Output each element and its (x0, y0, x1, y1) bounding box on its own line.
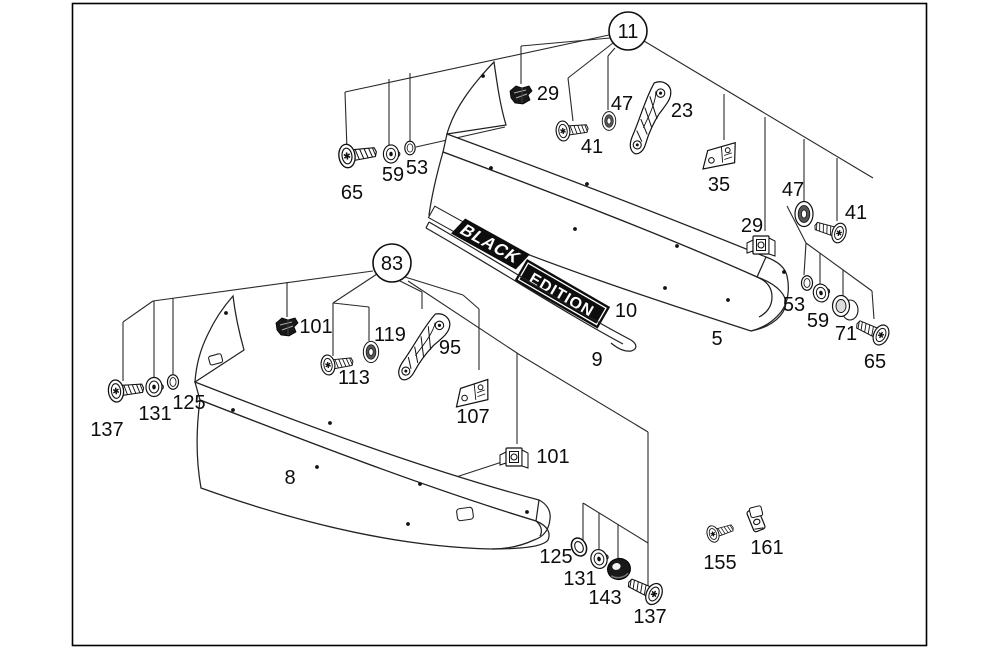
part-label-143[interactable]: 143 (588, 587, 621, 609)
leader-lines (122, 34, 875, 586)
callout-83[interactable]: 83 (372, 243, 412, 283)
part-label-107[interactable]: 107 (456, 406, 489, 428)
trim-strip (425, 221, 637, 352)
part-label-47-top[interactable]: 47 (611, 93, 633, 115)
part-label-131-left[interactable]: 131 (138, 403, 171, 425)
part-label-53-left[interactable]: 53 (406, 157, 428, 179)
callout-83-label[interactable]: 83 (381, 253, 403, 275)
part-labels: 65 59 53 29 41 47 23 35 29 47 41 53 59 7… (90, 83, 886, 628)
part-label-137-left[interactable]: 137 (90, 419, 123, 441)
part-label-47-right[interactable]: 47 (782, 179, 804, 201)
part-label-131-bottom[interactable]: 131 (563, 568, 596, 590)
spoiler-panel-top (428, 60, 789, 332)
part-label-41-top[interactable]: 41 (581, 136, 603, 158)
part-label-59-left[interactable]: 59 (382, 164, 404, 186)
part-label-125-bottom[interactable]: 125 (539, 546, 572, 568)
part-label-5[interactable]: 5 (711, 328, 722, 350)
part-label-41-right[interactable]: 41 (845, 202, 867, 224)
part-label-125-left[interactable]: 125 (172, 392, 205, 414)
part-label-113[interactable]: 113 (338, 367, 370, 389)
washer-icon-47-right (794, 200, 814, 228)
part-label-9[interactable]: 9 (591, 349, 602, 371)
part-label-71[interactable]: 71 (835, 323, 857, 345)
part-label-101-bottom[interactable]: 101 (536, 446, 569, 468)
part-label-8[interactable]: 8 (284, 467, 295, 489)
part-label-29-top[interactable]: 29 (537, 83, 559, 105)
part-label-59-right[interactable]: 59 (807, 310, 829, 332)
part-label-65-right[interactable]: 65 (864, 351, 886, 373)
part-label-101-top[interactable]: 101 (299, 316, 332, 338)
part-label-23[interactable]: 23 (671, 100, 693, 122)
part-label-161[interactable]: 161 (750, 537, 783, 559)
part-label-137-bottom[interactable]: 137 (633, 606, 666, 628)
part-label-119[interactable]: 119 (374, 324, 406, 346)
callout-11-label[interactable]: 11 (618, 21, 639, 43)
part-label-10[interactable]: 10 (615, 300, 637, 322)
spoiler-panel-bottom (194, 294, 551, 550)
part-label-95[interactable]: 95 (439, 337, 461, 359)
part-label-155[interactable]: 155 (703, 552, 736, 574)
part-label-65-left[interactable]: 65 (341, 182, 363, 204)
badge-edition-plate (514, 259, 611, 329)
badge-black-plate (451, 218, 530, 270)
part-label-35[interactable]: 35 (708, 174, 730, 196)
part-label-29-right[interactable]: 29 (741, 215, 763, 237)
callout-11[interactable]: 11 (608, 11, 648, 51)
part-label-53-right[interactable]: 53 (783, 294, 805, 316)
